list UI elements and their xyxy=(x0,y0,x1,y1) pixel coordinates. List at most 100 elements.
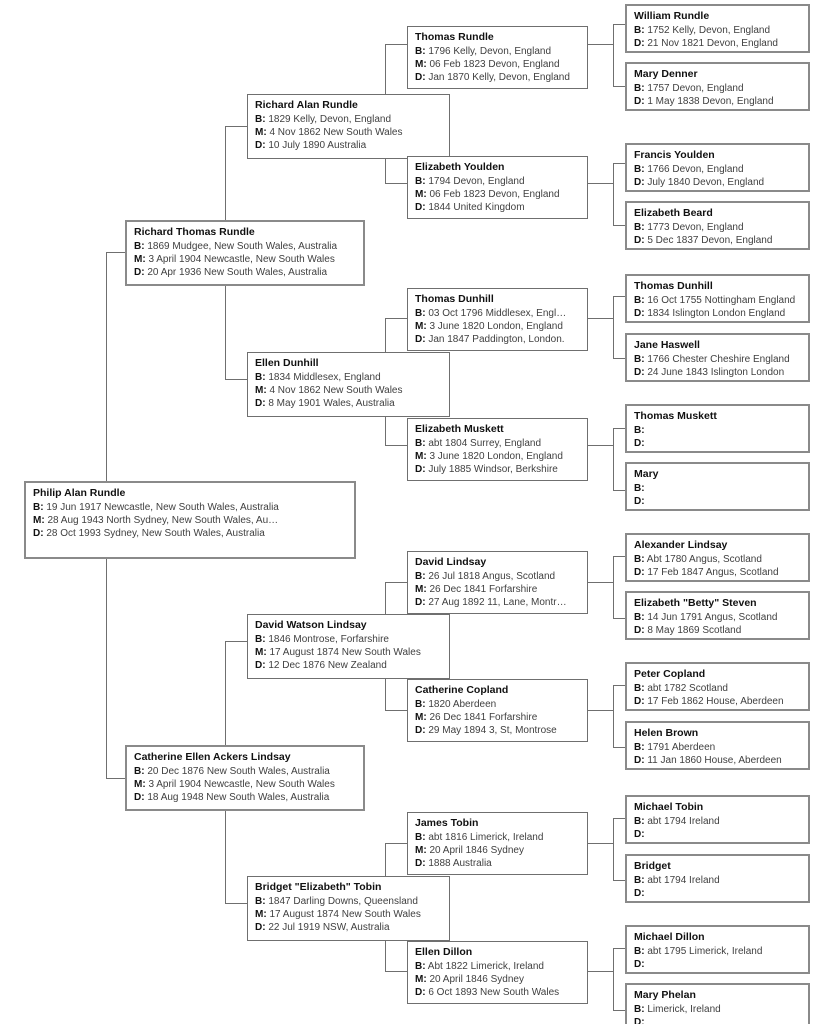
death-value: 20 Apr 1936 New South Wales, Australia xyxy=(147,267,328,278)
person-birth: B: 1794 Devon, England xyxy=(415,175,581,188)
person-marriage: M: 4 Nov 1862 New South Wales xyxy=(255,126,443,139)
person-box-jane-haswell[interactable]: Jane Haswell B: 1766 Chester Cheshire En… xyxy=(625,333,810,382)
marriage-label: M: xyxy=(415,712,427,723)
person-birth: B: 1773 Devon, England xyxy=(634,221,802,234)
person-box-thomas-dunhill-gen4[interactable]: Thomas Dunhill B: 03 Oct 1796 Middlesex,… xyxy=(407,288,588,351)
connector-ggp1-stem xyxy=(385,44,407,45)
person-box-michael-tobin[interactable]: Michael Tobin B: abt 1794 Ireland D: xyxy=(625,795,810,844)
connector-gg34-vertical xyxy=(613,163,614,225)
person-name: Thomas Dunhill xyxy=(634,280,713,292)
death-value: 6 Oct 1893 New South Wales xyxy=(428,987,560,998)
person-box-mary-denner[interactable]: Mary Denner B: 1757 Devon, England D: 1 … xyxy=(625,62,810,111)
connector-root-vertical xyxy=(106,252,107,521)
person-box-richard-alan-rundle[interactable]: Richard Alan Rundle B: 1829 Kelly, Devon… xyxy=(247,94,450,159)
person-death: D: Jan 1870 Kelly, Devon, England xyxy=(415,71,581,84)
person-birth: B: 1791 Aberdeen xyxy=(634,741,802,754)
connector-gg1314-vertical xyxy=(613,818,614,880)
person-birth: B: 1796 Kelly, Devon, England xyxy=(415,45,581,58)
person-box-peter-copland[interactable]: Peter Copland B: abt 1782 Scotland D: 17… xyxy=(625,662,810,711)
death-value: 1844 United Kingdom xyxy=(428,202,525,213)
birth-label: B: xyxy=(634,816,645,827)
person-marriage: M: 3 June 1820 London, England xyxy=(415,450,581,463)
person-box-catherine-ellen-ackers-lindsay[interactable]: Catherine Ellen Ackers Lindsay B: 20 Dec… xyxy=(125,745,365,811)
death-label: D: xyxy=(634,496,645,507)
person-birth: B: 03 Oct 1796 Middlesex, Engl… xyxy=(415,307,581,320)
connector-gg7-stem xyxy=(613,428,626,429)
person-box-helen-brown[interactable]: Helen Brown B: 1791 Aberdeen D: 11 Jan 1… xyxy=(625,721,810,770)
connector-ggp5-out xyxy=(588,582,613,583)
marriage-value: 4 Nov 1862 New South Wales xyxy=(269,127,403,138)
marriage-value: 3 June 1820 London, England xyxy=(429,321,563,332)
person-box-david-lindsay[interactable]: David Lindsay B: 26 Jul 1818 Angus, Scot… xyxy=(407,551,588,614)
birth-label: B: xyxy=(255,372,266,383)
marriage-label: M: xyxy=(415,451,427,462)
death-value: Jan 1847 Paddington, London. xyxy=(428,334,565,345)
birth-value: 16 Oct 1755 Nottingham England xyxy=(647,295,796,306)
person-box-elizabeth-muskett[interactable]: Elizabeth Muskett B: abt 1804 Surrey, En… xyxy=(407,418,588,481)
death-label: D: xyxy=(255,140,266,151)
person-name: James Tobin xyxy=(415,817,479,829)
death-value: 21 Nov 1821 Devon, England xyxy=(647,38,778,49)
person-name: Alexander Lindsay xyxy=(634,539,728,551)
person-name: Bridget "Elizabeth" Tobin xyxy=(255,881,382,893)
person-box-michael-dillon[interactable]: Michael Dillon B: abt 1795 Limerick, Ire… xyxy=(625,925,810,974)
person-name: Thomas Rundle xyxy=(415,31,494,43)
person-death: D: 1844 United Kingdom xyxy=(415,201,581,214)
person-box-thomas-rundle[interactable]: Thomas Rundle B: 1796 Kelly, Devon, Engl… xyxy=(407,26,588,89)
person-box-thomas-dunhill-gen5[interactable]: Thomas Dunhill B: 16 Oct 1755 Nottingham… xyxy=(625,274,810,323)
connector-ggp6-out xyxy=(588,710,613,711)
person-box-mary-phelan[interactable]: Mary Phelan B: Limerick, Ireland D: xyxy=(625,983,810,1024)
person-box-bridget-elizabeth-tobin[interactable]: Bridget "Elizabeth" Tobin B: 1847 Darlin… xyxy=(247,876,450,941)
death-label: D: xyxy=(634,888,645,899)
marriage-value: 17 August 1874 New South Wales xyxy=(269,909,421,920)
birth-value: 1794 Devon, England xyxy=(428,176,525,187)
person-birth: B: 20 Dec 1876 New South Wales, Australi… xyxy=(134,765,357,778)
person-box-ellen-dunhill[interactable]: Ellen Dunhill B: 1834 Middlesex, England… xyxy=(247,352,450,417)
person-box-elizabeth-betty-steven[interactable]: Elizabeth "Betty" Steven B: 14 Jun 1791 … xyxy=(625,591,810,640)
birth-label: B: xyxy=(415,176,426,187)
death-value: 1834 Islington London England xyxy=(647,308,786,319)
death-value: 8 May 1869 Scotland xyxy=(647,625,742,636)
marriage-value: 17 August 1874 New South Wales xyxy=(269,647,421,658)
connector-gg2-stem xyxy=(613,86,626,87)
person-box-mary[interactable]: Mary B: D: xyxy=(625,462,810,511)
person-box-richard-thomas-rundle[interactable]: Richard Thomas Rundle B: 1869 Mudgee, Ne… xyxy=(125,220,365,286)
connector-mgm-stem xyxy=(225,903,247,904)
person-box-alexander-lindsay[interactable]: Alexander Lindsay B: Abt 1780 Angus, Sco… xyxy=(625,533,810,582)
person-box-francis-youlden[interactable]: Francis Youlden B: 1766 Devon, England D… xyxy=(625,143,810,192)
death-label: D: xyxy=(415,858,426,869)
connector-ggp3-out xyxy=(588,318,613,319)
birth-value: 1791 Aberdeen xyxy=(647,742,716,753)
person-box-ellen-dillon[interactable]: Ellen Dillon B: Abt 1822 Limerick, Irela… xyxy=(407,941,588,1004)
connector-gg12-stem xyxy=(613,747,626,748)
person-death: D: 10 July 1890 Australia xyxy=(255,139,443,152)
person-name: Helen Brown xyxy=(634,727,699,739)
person-box-bridget[interactable]: Bridget B: abt 1794 Ireland D: xyxy=(625,854,810,903)
person-box-elizabeth-beard[interactable]: Elizabeth Beard B: 1773 Devon, England D… xyxy=(625,201,810,250)
person-marriage: M: 4 Nov 1862 New South Wales xyxy=(255,384,443,397)
death-label: D: xyxy=(415,72,426,83)
person-birth: B: 26 Jul 1818 Angus, Scotland xyxy=(415,570,581,583)
birth-label: B: xyxy=(134,241,145,252)
person-box-james-tobin[interactable]: James Tobin B: abt 1816 Limerick, Irelan… xyxy=(407,812,588,875)
person-box-william-rundle[interactable]: William Rundle B: 1752 Kelly, Devon, Eng… xyxy=(625,4,810,53)
connector-gg4-stem xyxy=(613,225,626,226)
person-death: D: xyxy=(634,1016,802,1024)
death-label: D: xyxy=(634,755,645,766)
death-label: D: xyxy=(415,597,426,608)
connector-ggp4-stem xyxy=(385,445,407,446)
death-label: D: xyxy=(634,1017,645,1024)
person-box-david-watson-lindsay[interactable]: David Watson Lindsay B: 1846 Montrose, F… xyxy=(247,614,450,679)
person-box-thomas-muskett[interactable]: Thomas Muskett B: D: xyxy=(625,404,810,453)
marriage-label: M: xyxy=(415,189,427,200)
person-box-philip-alan-rundle[interactable]: Philip Alan Rundle B: 19 Jun 1917 Newcas… xyxy=(24,481,356,559)
person-marriage: M: 3 April 1904 Newcastle, New South Wal… xyxy=(134,253,357,266)
person-name: Catherine Ellen Ackers Lindsay xyxy=(134,751,291,763)
person-name: William Rundle xyxy=(634,10,710,22)
death-label: D: xyxy=(33,528,44,539)
marriage-label: M: xyxy=(255,909,267,920)
birth-value: 14 Jun 1791 Angus, Scotland xyxy=(647,612,778,623)
connector-mgf-stem xyxy=(225,641,247,642)
person-box-catherine-copland[interactable]: Catherine Copland B: 1820 Aberdeen M: 26… xyxy=(407,679,588,742)
person-box-elizabeth-youlden[interactable]: Elizabeth Youlden B: 1794 Devon, England… xyxy=(407,156,588,219)
